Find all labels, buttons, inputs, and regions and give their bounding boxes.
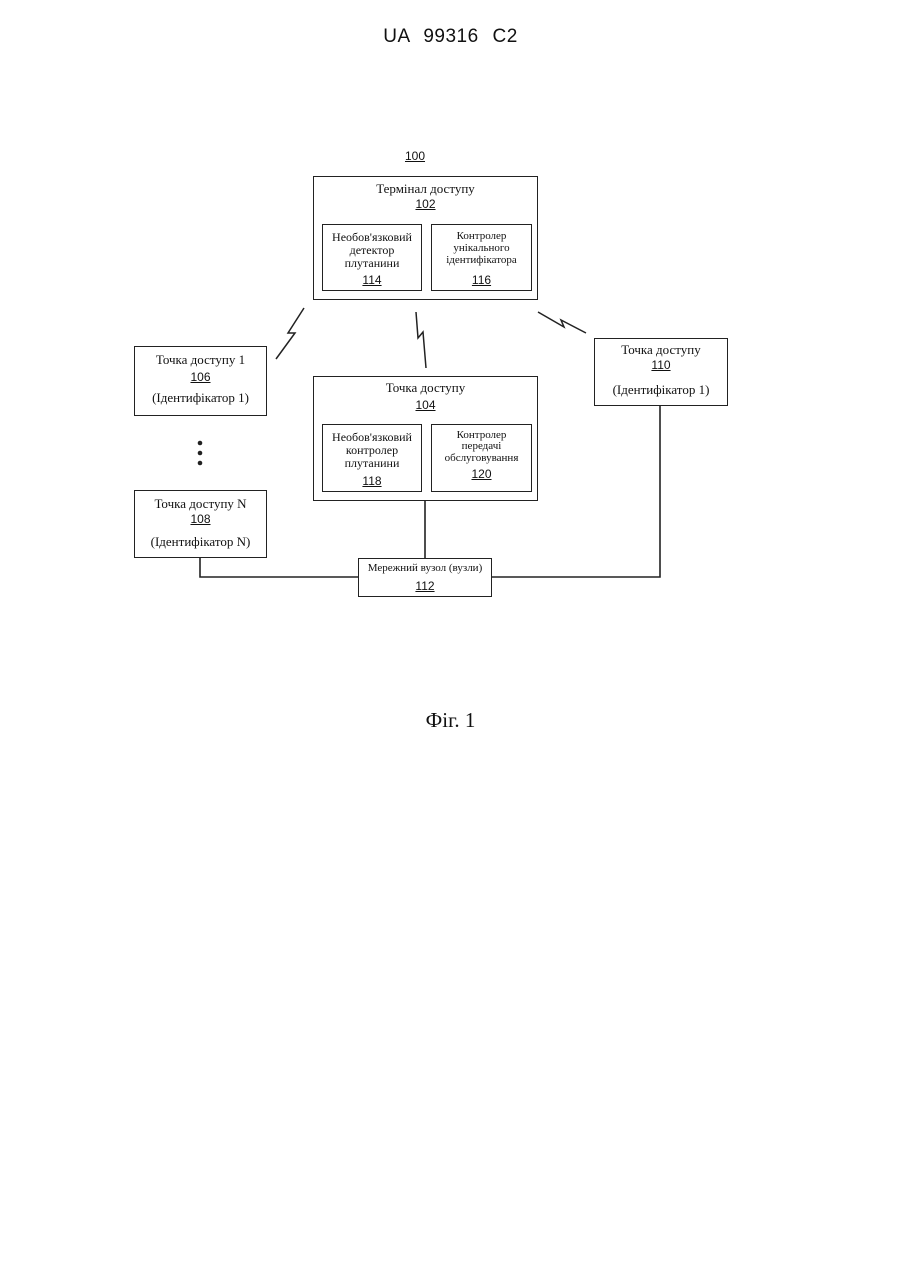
confusion-controller-box: Необов'язковий контролер плутанини 118 xyxy=(322,424,422,492)
access-point-1-box: Точка доступу 1 106 (Ідентифікатор 1) xyxy=(134,346,267,416)
confusion-detector-line1: Необов'язковий xyxy=(323,230,421,244)
access-point-110-box: Точка доступу 110 (Ідентифікатор 1) xyxy=(594,338,728,406)
access-point-n-id: (Ідентифікатор N) xyxy=(135,534,266,549)
access-point-104-title: Точка доступу xyxy=(314,380,537,395)
ellipsis-dots xyxy=(198,441,203,466)
network-node-box: Мережний вузол (вузли) 112 xyxy=(358,558,492,597)
wireless-link-ap104 xyxy=(416,312,426,368)
confusion-detector-line3: плутанини xyxy=(323,256,421,270)
confusion-controller-line3: плутанини xyxy=(323,456,421,470)
access-terminal-title: Термінал доступу xyxy=(314,181,537,196)
figure-caption: Фіг. 1 xyxy=(0,708,901,733)
access-point-1-ref: 106 xyxy=(135,370,266,384)
confusion-detector-box: Необов'язковий детектор плутанини 114 xyxy=(322,224,422,291)
handoff-controller-line3: обслуговування xyxy=(432,452,531,464)
handoff-controller-box: Контролер передачі обслуговування 120 xyxy=(431,424,532,492)
uid-controller-ref: 116 xyxy=(432,273,531,287)
access-point-1-title: Точка доступу 1 xyxy=(135,352,266,367)
access-point-104-ref: 104 xyxy=(314,398,537,412)
network-node-title: Мережний вузол (вузли) xyxy=(359,562,491,574)
confusion-controller-line1: Необов'язковий xyxy=(323,430,421,444)
access-point-110-title: Точка доступу xyxy=(595,342,727,357)
confusion-controller-ref: 118 xyxy=(323,474,421,488)
handoff-controller-ref: 120 xyxy=(432,467,531,481)
wireless-link-ap1 xyxy=(276,308,304,359)
access-point-n-title: Точка доступу N xyxy=(135,496,266,511)
uid-controller-line1: Контролер xyxy=(432,230,531,242)
wireless-link-ap110 xyxy=(538,312,586,333)
access-point-1-id: (Ідентифікатор 1) xyxy=(135,390,266,405)
uid-controller-box: Контролер унікального ідентифікатора 116 xyxy=(431,224,532,291)
access-point-n-ref: 108 xyxy=(135,512,266,526)
access-terminal-ref: 102 xyxy=(314,197,537,211)
confusion-controller-line2: контролер xyxy=(323,443,421,457)
network-node-ref: 112 xyxy=(359,579,491,593)
confusion-detector-ref: 114 xyxy=(323,273,421,287)
access-point-110-id: (Ідентифікатор 1) xyxy=(595,382,727,397)
wire-apn-to-node xyxy=(200,558,358,577)
uid-controller-line2: унікального xyxy=(432,242,531,254)
access-point-110-ref: 110 xyxy=(595,358,727,372)
access-point-104-box: Точка доступу 104 Необов'язковий контрол… xyxy=(313,376,538,501)
confusion-detector-line2: детектор xyxy=(323,243,421,257)
uid-controller-line3: ідентифікатора xyxy=(432,254,531,266)
handoff-controller-line2: передачі xyxy=(432,440,531,452)
access-terminal-box: Термінал доступу 102 Необов'язковий дете… xyxy=(313,176,538,300)
system-ref: 100 xyxy=(395,149,435,163)
access-point-n-box: Точка доступу N 108 (Ідентифікатор N) xyxy=(134,490,267,558)
